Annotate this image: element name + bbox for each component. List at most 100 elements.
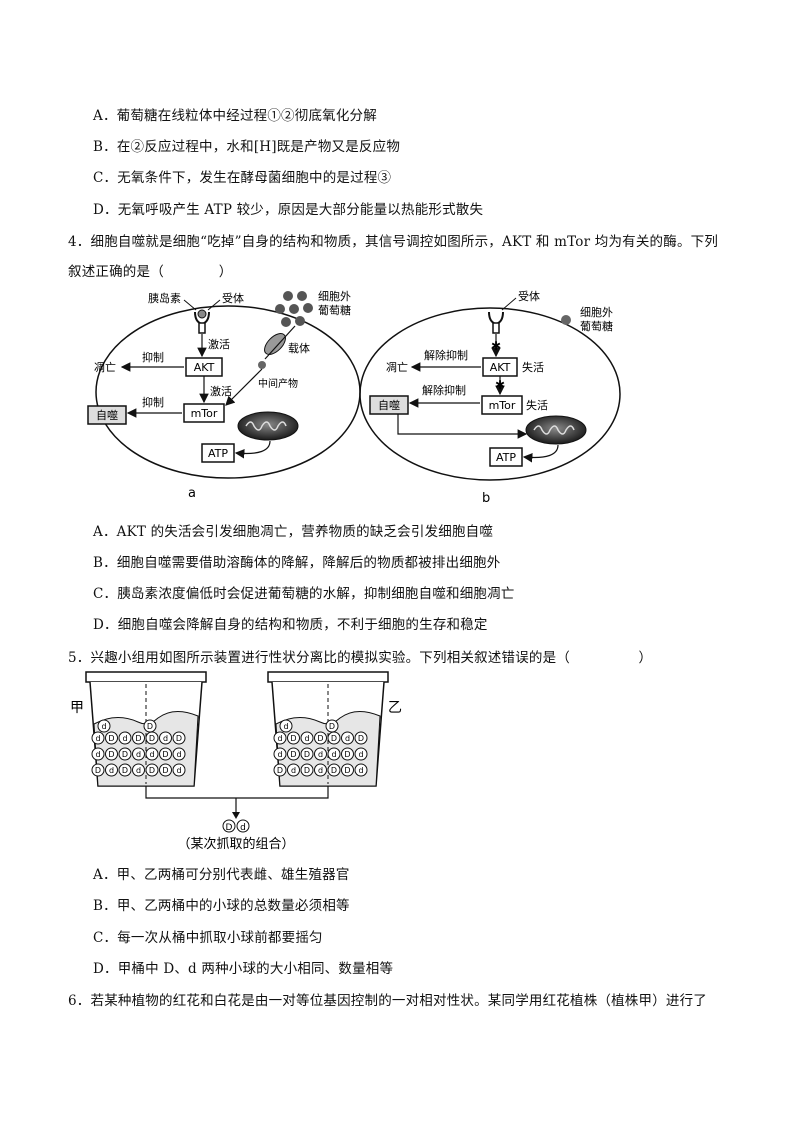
ball-letter: d xyxy=(136,750,141,759)
q3-option-b: B．在②反应过程中，水和[H]既是产物又是反应物 xyxy=(93,139,401,155)
ball-icon xyxy=(273,731,287,745)
mtor-label-b: mTor xyxy=(489,399,516,412)
ball-letter: d xyxy=(331,750,336,759)
yi-label: 乙 xyxy=(388,700,402,716)
inactive-label-1: 失活 xyxy=(522,361,544,374)
inhibit-label-1: 抑制 xyxy=(142,350,164,364)
ball-letter: D xyxy=(135,734,141,743)
q4-option-b: B．细胞自噬需要借助溶酶体的降解，降解后的物质都被排出细胞外 xyxy=(93,555,501,571)
ball-letter: d xyxy=(345,734,350,743)
ball-icon xyxy=(341,747,354,761)
mitochondrion-icon xyxy=(525,415,587,445)
glucose-dot-icon xyxy=(561,315,571,325)
activate-label-2: 激活 xyxy=(210,384,232,398)
ball-icon xyxy=(91,747,105,761)
ball-letter: D xyxy=(149,734,155,743)
ball-icon xyxy=(105,763,118,777)
combo-balls-icon: D d xyxy=(222,819,250,833)
glucose-label-b2: 葡萄糖 xyxy=(580,319,613,333)
ball-letter: D xyxy=(176,734,182,743)
q3-option-c: C．无氧条件下，发生在酵母菌细胞中的是过程③ xyxy=(93,170,392,186)
inhibit-label-2: 抑制 xyxy=(142,395,164,409)
mtor-box-a xyxy=(183,403,225,423)
ball-icon xyxy=(132,747,145,761)
atp-box-b xyxy=(489,447,523,467)
ball-icon xyxy=(279,719,293,733)
ball-letter: d xyxy=(358,766,363,775)
ball-letter: D xyxy=(290,734,296,743)
ball-icon xyxy=(91,731,105,745)
ball-letter: D xyxy=(277,766,283,775)
ball-letter: d xyxy=(109,766,114,775)
svg-text:d: d xyxy=(240,823,246,833)
ball-icon xyxy=(118,731,132,745)
ball-letter: D xyxy=(162,750,168,759)
ball-icon xyxy=(327,763,341,777)
ball-letter: D xyxy=(122,750,128,759)
ball-icon xyxy=(287,763,300,777)
apoptosis-label-a: 凋亡 xyxy=(94,360,116,374)
ball-letter: D xyxy=(304,766,310,775)
ball-letter: D xyxy=(329,722,335,731)
atp-label-a: ATP xyxy=(208,447,228,460)
mtor-box-b xyxy=(481,395,523,415)
ball-letter: d xyxy=(101,722,106,731)
ball-letter: D xyxy=(108,734,114,743)
figure-b: 受体 细胞外 葡萄糖 ✱ AKT 失活 凋亡 解除抑制 ✱ mTor 失活 自噬… xyxy=(359,289,621,506)
ball-letter: D xyxy=(162,766,168,775)
ball-icon xyxy=(300,747,314,761)
q5-option-a: A．甲、乙两桶可分别代表雌、雄生殖器官 xyxy=(93,867,350,883)
ball-letter: D xyxy=(95,766,101,775)
q4-option-d: D．细胞自噬会降解自身的结构和物质，不利于细胞的生存和稳定 xyxy=(93,617,488,633)
ball-letter: D xyxy=(344,766,350,775)
ball-icon xyxy=(172,731,186,745)
ball-letter: d xyxy=(163,734,168,743)
autophagy-label-a: 自噬 xyxy=(96,408,118,422)
ball-letter: d xyxy=(291,766,296,775)
ball-letter: d xyxy=(304,734,309,743)
block-mark-icon: ✱ xyxy=(491,339,501,353)
insulin-label: 胰岛素 xyxy=(148,291,181,305)
jia-label: 甲 xyxy=(70,700,84,716)
ball-letter: d xyxy=(149,750,154,759)
q5-option-c: C．每一次从桶中抓取小球前都要摇匀 xyxy=(93,930,323,946)
receptor-icon xyxy=(488,311,504,334)
figure-b-label: b xyxy=(482,491,490,506)
block-mark-icon: ✱ xyxy=(495,378,505,392)
ball-letter: d xyxy=(277,734,282,743)
ball-letter: D xyxy=(147,722,153,731)
ball-icon xyxy=(97,719,111,733)
ball-icon xyxy=(105,731,118,745)
carrier-icon xyxy=(258,325,296,369)
ball-icon xyxy=(118,747,132,761)
ball-icon xyxy=(145,747,159,761)
q4-option-c: C．胰岛素浓度偏低时会促进葡萄糖的水解，抑制细胞自噬和细胞凋亡 xyxy=(93,586,515,602)
ball-letter: d xyxy=(176,766,181,775)
q3-option-a: A．葡萄糖在线粒体中经过程①②彻底氧化分解 xyxy=(93,108,377,124)
ball-letter: d xyxy=(95,734,100,743)
ball-icon xyxy=(118,763,132,777)
ball-letter: D xyxy=(149,766,155,775)
ball-icon xyxy=(287,747,300,761)
ball-icon xyxy=(91,763,105,777)
bucket-yi xyxy=(267,671,389,787)
autophagy-label-b: 自噬 xyxy=(378,398,400,412)
cell-membrane-b xyxy=(359,307,621,481)
activate-label-1: 激活 xyxy=(208,337,230,351)
ball-icon xyxy=(132,763,145,777)
ball-letter: d xyxy=(277,750,282,759)
ball-letter: d xyxy=(283,722,288,731)
glucose-label-a2: 葡萄糖 xyxy=(318,303,351,317)
figure-a: 胰岛素 受体 细胞外 葡萄糖 载体 AKT 激活 凋亡 抑制 mTor 激活 xyxy=(87,290,361,501)
ball-letter: D xyxy=(304,750,310,759)
q4-stem-line1: 4．细胞自噬就是细胞“吃掉”自身的结构和物质，其信号调控如图所示，AKT 和 m… xyxy=(68,234,719,250)
ball-icon xyxy=(300,731,314,745)
ball-icon xyxy=(172,747,186,761)
q3-option-d: D．无氧呼吸产生 ATP 较少，原因是大部分能量以热能形式散失 xyxy=(93,202,484,218)
ball-icon xyxy=(145,763,159,777)
mtor-label-a: mTor xyxy=(191,407,218,420)
ball-letter: D xyxy=(317,734,323,743)
ball-letter: D xyxy=(358,734,364,743)
ball-icon xyxy=(273,747,287,761)
